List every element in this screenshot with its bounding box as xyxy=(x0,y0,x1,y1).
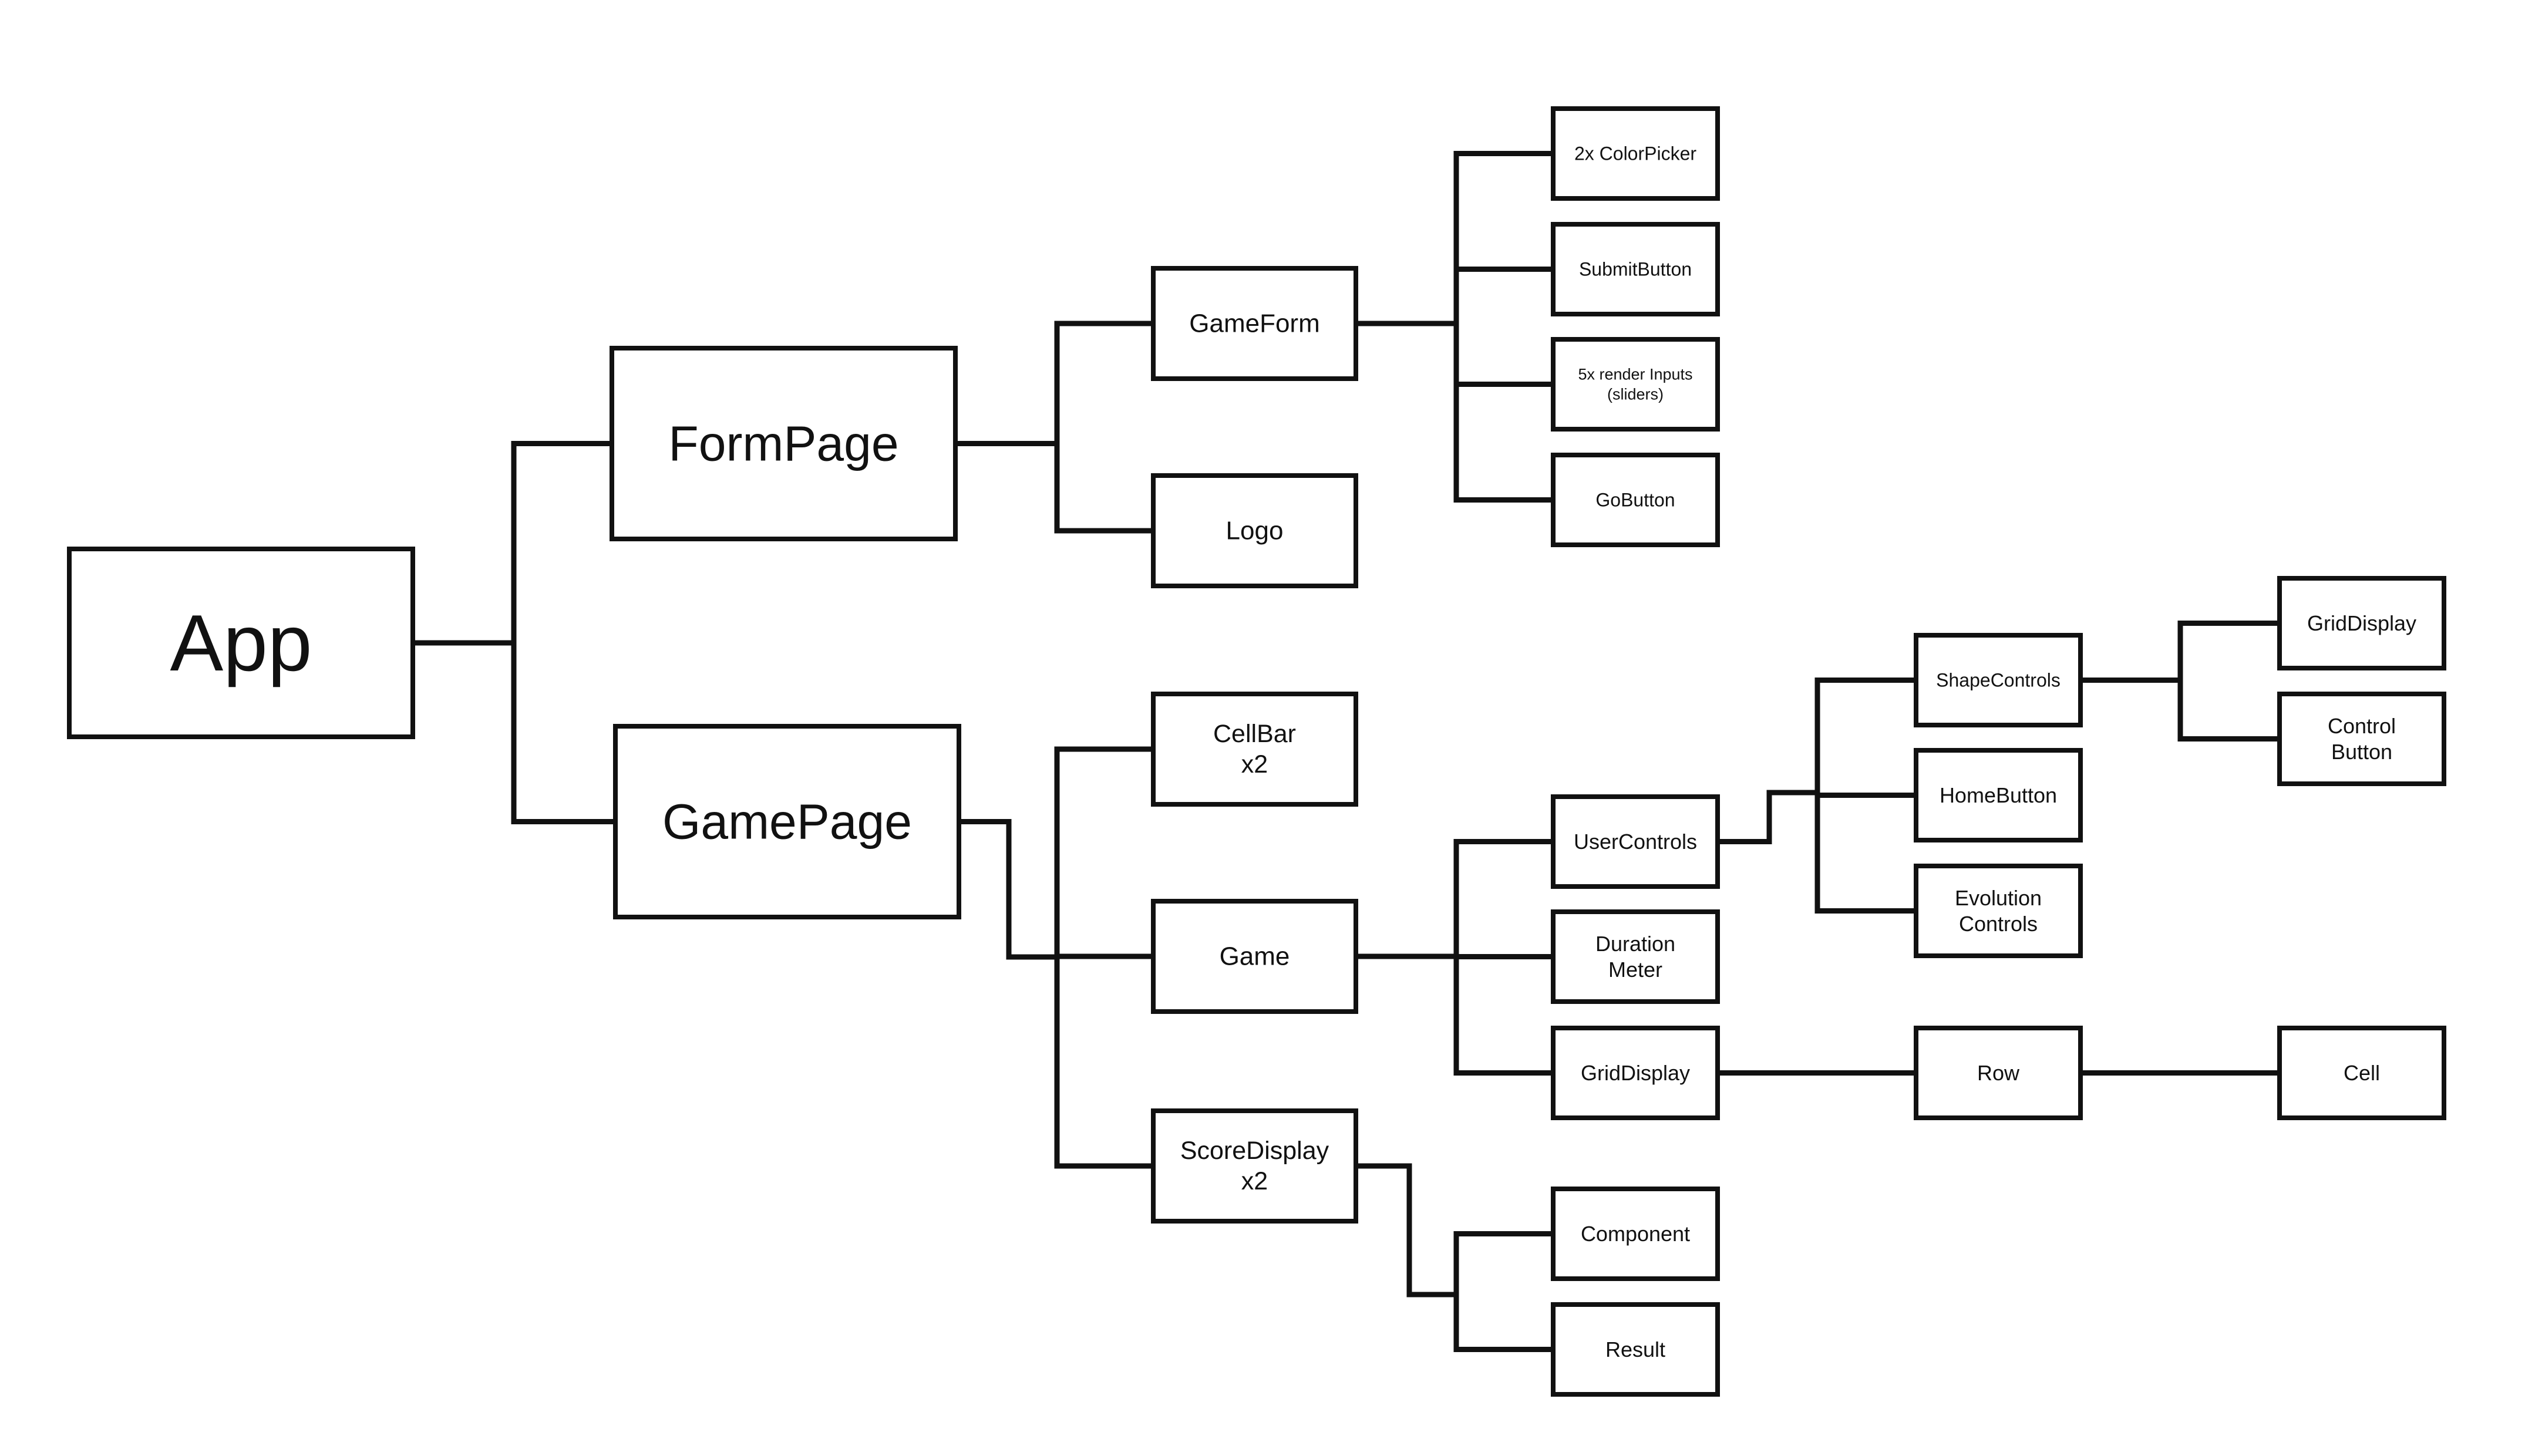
node-box-gobutton xyxy=(1551,453,1720,547)
node-box-usercontrols xyxy=(1551,794,1720,889)
node-box-submitbutton xyxy=(1551,222,1720,316)
node-cell: Cell xyxy=(2277,1026,2446,1120)
node-label-durationmeter-line-1: Duration xyxy=(1595,932,1675,956)
node-label-griddisplay1: GridDisplay xyxy=(1581,1061,1690,1085)
node-label-app: App xyxy=(170,598,312,687)
node-label-renderinputs-line-1: 5x render Inputs xyxy=(1578,366,1692,383)
node-label-gobutton: GoButton xyxy=(1595,490,1675,511)
node-box-formpage xyxy=(610,346,958,541)
node-box-logo xyxy=(1151,473,1358,588)
node-homebutton: HomeButton xyxy=(1914,748,2083,842)
node-label-colorpicker: 2x ColorPicker xyxy=(1574,143,1696,164)
node-label-component: Component xyxy=(1581,1222,1690,1246)
node-box-result xyxy=(1551,1302,1720,1397)
node-box-cell xyxy=(2277,1026,2446,1120)
node-submitbutton: SubmitButton xyxy=(1551,222,1720,316)
connector-lines xyxy=(410,151,2282,1352)
edge-stub-gamepage xyxy=(956,819,1060,960)
node-box-cellbar xyxy=(1151,692,1358,807)
edge-stub-usercontrols xyxy=(1715,790,1820,844)
node-label-renderinputs-line-2: (sliders) xyxy=(1607,386,1664,403)
node-label-controlbutton-line-1: Control xyxy=(2328,714,2396,738)
node-label-submitbutton: SubmitButton xyxy=(1579,259,1692,280)
node-label-shapecontrols: ShapeControls xyxy=(1936,670,2061,691)
node-label-cellbar-line-1: CellBar xyxy=(1213,720,1296,748)
node-box-gameform xyxy=(1151,266,1358,381)
node-gamepage: GamePage xyxy=(613,724,961,919)
node-app: App xyxy=(67,547,415,739)
node-label-cell: Cell xyxy=(2344,1061,2380,1085)
node-box-griddisplay1 xyxy=(1551,1026,1720,1120)
node-colorpicker: 2x ColorPicker xyxy=(1551,106,1720,201)
node-component: Component xyxy=(1551,1187,1720,1281)
node-label-formpage: FormPage xyxy=(668,416,898,471)
node-gameform: GameForm xyxy=(1151,266,1358,381)
node-box-controlbutton xyxy=(2277,692,2446,786)
node-box-gamepage xyxy=(613,724,961,919)
node-label-evolutioncontrols-line-2: Controls xyxy=(1959,912,2038,936)
edge-stub-scoredisplay xyxy=(1353,1163,1459,1297)
node-renderinputs: 5x render Inputs (sliders) xyxy=(1551,337,1720,432)
node-label-gamepage: GamePage xyxy=(662,794,912,850)
node-box-griddisplay2 xyxy=(2277,576,2446,670)
node-box-homebutton xyxy=(1914,748,2083,842)
node-griddisplay2: GridDisplay xyxy=(2277,576,2446,670)
node-row: Row xyxy=(1914,1026,2083,1120)
node-formpage: FormPage xyxy=(610,346,958,541)
node-label-evolutioncontrols-line-1: Evolution xyxy=(1955,886,2042,910)
node-label-scoredisplay-line-1: ScoreDisplay xyxy=(1180,1137,1329,1165)
node-label-durationmeter-line-2: Meter xyxy=(1608,958,1662,982)
node-box-app xyxy=(67,547,415,739)
node-griddisplay1: GridDisplay xyxy=(1551,1026,1720,1120)
node-label-row: Row xyxy=(1977,1061,2020,1085)
node-label-logo: Logo xyxy=(1226,517,1284,545)
node-gobutton: GoButton xyxy=(1551,453,1720,547)
node-box-renderinputs xyxy=(1551,337,1720,432)
node-box-durationmeter xyxy=(1551,909,1720,1004)
node-label-gameform: GameForm xyxy=(1189,309,1319,338)
node-logo: Logo xyxy=(1151,473,1358,588)
node-usercontrols: UserControls xyxy=(1551,794,1720,889)
node-shapecontrols: ShapeControls xyxy=(1914,633,2083,727)
node-box-colorpicker xyxy=(1551,106,1720,201)
node-box-evolutioncontrols xyxy=(1914,864,2083,958)
node-label-controlbutton-line-2: Button xyxy=(2331,740,2392,764)
node-box-game xyxy=(1151,899,1358,1014)
node-label-usercontrols: UserControls xyxy=(1574,830,1697,854)
node-box-component xyxy=(1551,1187,1720,1281)
node-label-game: Game xyxy=(1220,942,1290,971)
node-label-cellbar-line-2: x2 xyxy=(1241,750,1268,778)
node-label-homebutton: HomeButton xyxy=(1940,783,2057,807)
node-label-result: Result xyxy=(1605,1337,1665,1361)
node-box-shapecontrols xyxy=(1914,633,2083,727)
node-game: Game xyxy=(1151,899,1358,1014)
node-label-scoredisplay-line-2: x2 xyxy=(1241,1167,1268,1195)
node-box-scoredisplay xyxy=(1151,1108,1358,1224)
node-label-griddisplay2: GridDisplay xyxy=(2307,611,2416,635)
node-box-row xyxy=(1914,1026,2083,1120)
node-result: Result xyxy=(1551,1302,1720,1397)
